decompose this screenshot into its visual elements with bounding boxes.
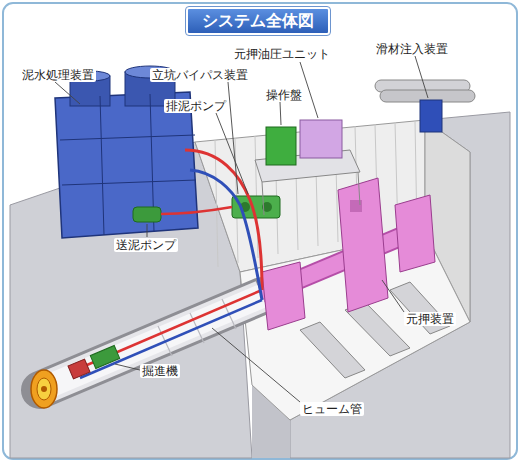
part-label: 操作盤 [264,88,304,102]
main-jack [262,178,435,330]
part-label: 泥水処理装置 [20,68,96,82]
control-panel [266,127,296,165]
part-label: 元押装置 [404,312,456,326]
frame [3,3,517,459]
part-label: 送泥ポンプ [114,238,178,252]
part-label: 掘進機 [140,364,180,378]
part-label: 元押油圧ユニット [232,47,332,61]
slurry-pipe [80,290,262,368]
leader-lines [55,56,428,402]
slurry-treatment-unit [55,66,198,238]
part-label: 滑材注入装置 [374,42,450,56]
title-banner: システム全体図 [186,7,330,35]
hydraulic-unit [300,120,342,158]
part-label: ヒューム管 [300,402,364,416]
part-label: 立坑バイパス装置 [150,68,250,82]
discharge-pipe [190,170,262,300]
tunnelling-machine [31,345,120,408]
discharge-pipe [80,300,262,378]
feed-line [161,207,232,214]
feed-pump [133,207,161,222]
control-platform [255,120,360,215]
part-label: 排泥ポンプ [164,99,228,113]
tunnel [40,290,262,390]
